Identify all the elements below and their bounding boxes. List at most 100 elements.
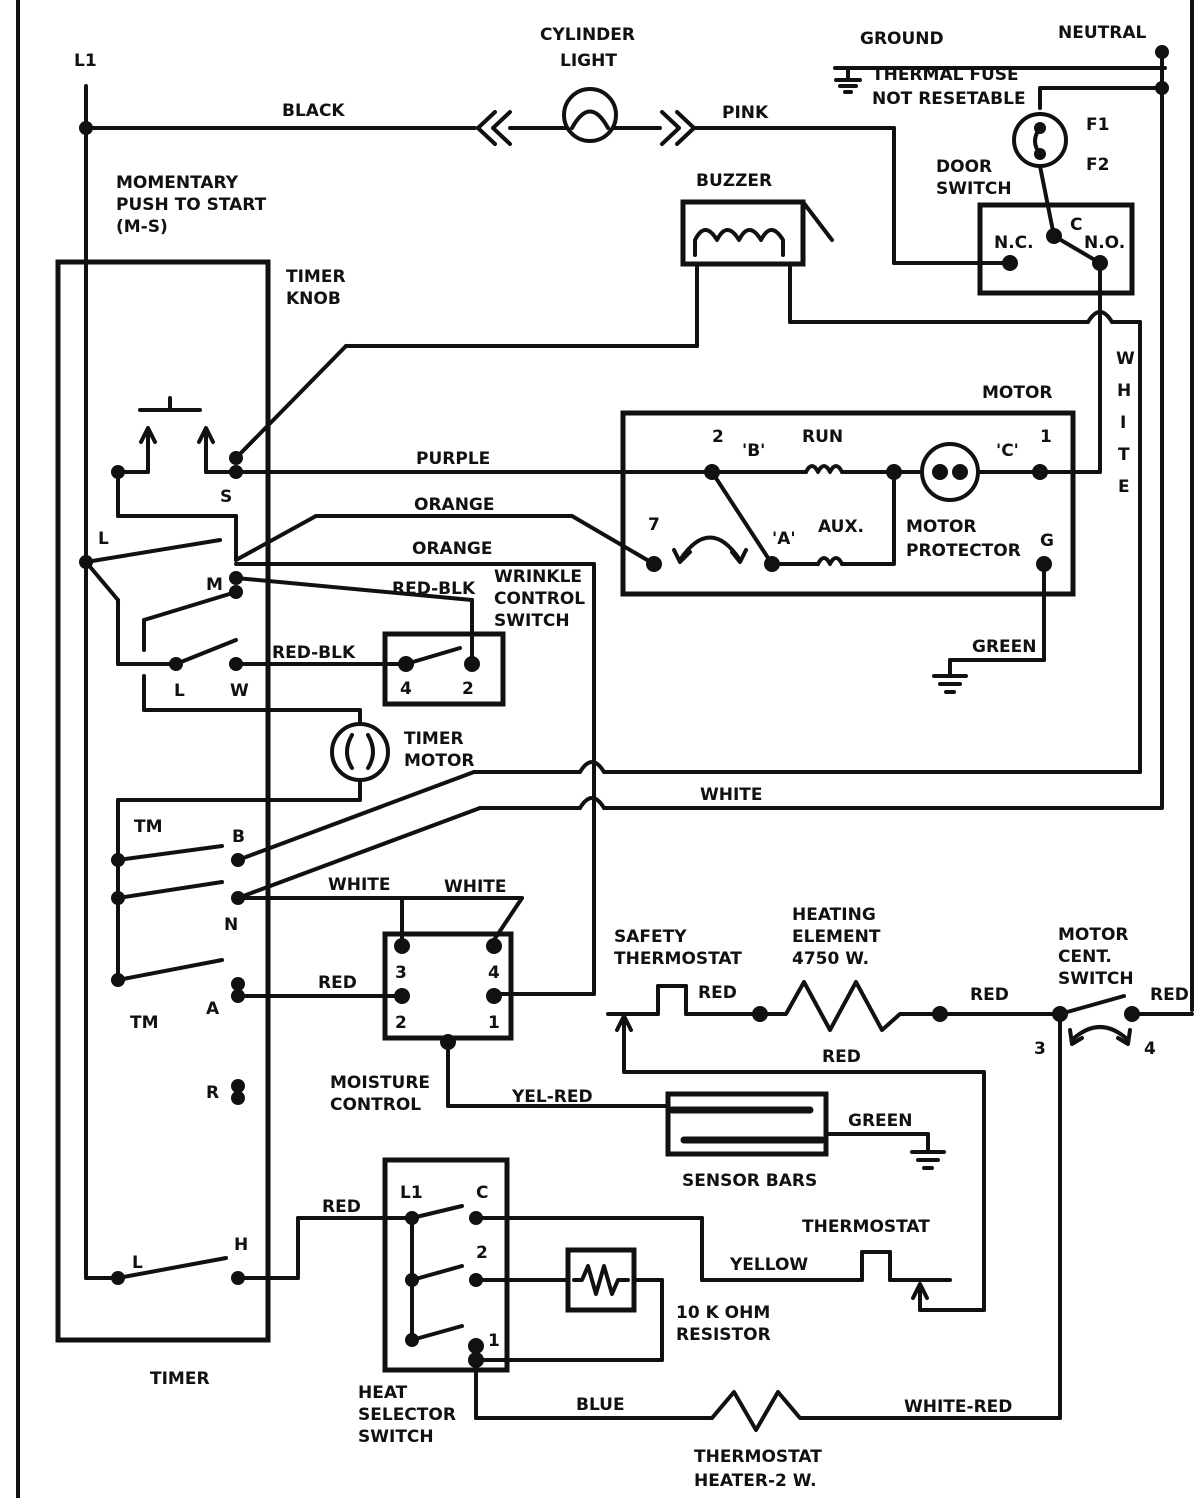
label-run: RUN (802, 427, 843, 447)
label-momentary-1: MOMENTARY (116, 173, 239, 193)
label-green-2: GREEN (848, 1111, 913, 1131)
label-heat-selector-3: SWITCH (358, 1427, 434, 1447)
label-term-2: 2 (712, 427, 724, 447)
label-s: S (220, 487, 232, 507)
label-purple: PURPLE (416, 449, 490, 469)
label-red-mcs: RED (1150, 985, 1189, 1005)
label-no: N.O. (1084, 233, 1125, 253)
label-door-switch-2: SWITCH (936, 179, 1012, 199)
label-f1: F1 (1086, 115, 1109, 135)
heat-selector-contacts (405, 1204, 484, 1368)
label-a: A (206, 999, 220, 1019)
label-resistor-2: RESISTOR (676, 1325, 771, 1345)
label-heat-selector-2: SELECTOR (358, 1405, 456, 1425)
label-motor-cent-1: MOTOR (1058, 925, 1129, 945)
label-yellow: YELLOW (729, 1255, 808, 1275)
label-hs-l1: L1 (400, 1183, 423, 1203)
neutral-wire (1038, 45, 1169, 808)
timer-lh-switch (111, 1216, 414, 1285)
wrinkle-control-contacts (398, 646, 480, 672)
label-b: B (232, 827, 245, 847)
label-timer: TIMER (150, 1369, 210, 1389)
label-wc-2: 2 (462, 679, 474, 699)
top-ground-icon (833, 66, 1167, 94)
resistor-box (565, 1247, 637, 1313)
label-motor-cent-2: CENT. (1058, 947, 1112, 967)
label-mcs-4: 4 (1144, 1039, 1156, 1059)
label-heat-selector-1: HEAT (358, 1383, 408, 1403)
label-thermal-fuse-2: NOT RESETABLE (872, 89, 1026, 109)
thermostat-heater-icon (710, 1390, 1062, 1432)
label-term-7: 7 (648, 515, 660, 535)
tm-contacts (111, 844, 245, 1105)
label-timer-knob-2: KNOB (286, 289, 341, 309)
cylinder-light-bulb (562, 87, 618, 143)
n-wire (236, 796, 1164, 942)
motor-internals (646, 464, 902, 572)
label-red-hs: RED (322, 1197, 361, 1217)
timer-motor-icon (116, 722, 390, 862)
label-white-red: WHITE-RED (904, 1397, 1012, 1417)
label-g: G (1040, 531, 1054, 551)
label-wc-4: 4 (400, 679, 412, 699)
heat-selector-wires (474, 1216, 952, 1420)
pink-wire (612, 110, 1012, 265)
label-l-top: L (98, 529, 109, 549)
label-momentary-2: PUSH TO START (116, 195, 267, 215)
label-thermostat-heater-2: HEATER-2 W. (694, 1471, 817, 1491)
label-tm-2: TM (130, 1013, 159, 1033)
label-heating-element-2: ELEMENT (792, 927, 881, 947)
label-motor: MOTOR (982, 383, 1053, 403)
label-c: C (1070, 215, 1082, 235)
label-yel-red: YEL-RED (511, 1087, 593, 1107)
label-m: M (206, 575, 223, 595)
buzzer-box (680, 199, 806, 267)
heat-selector-box (382, 1157, 510, 1373)
orange-wire-1 (234, 514, 656, 566)
label-heating-element-1: HEATING (792, 905, 876, 925)
label-red-blk-2: RED-BLK (272, 643, 356, 663)
label-r: R (206, 1083, 219, 1103)
label-white-h1: WHITE (700, 785, 763, 805)
label-moisture-control-1: MOISTURE (330, 1073, 430, 1093)
safety-thermostat-icon (606, 984, 986, 1312)
label-red-blk-1: RED-BLK (392, 579, 476, 599)
label-timer-knob-1: TIMER (286, 267, 346, 287)
label-neutral: NEUTRAL (1058, 23, 1146, 43)
label-l-mid: L (174, 681, 185, 701)
label-white-v-3: I (1120, 413, 1126, 433)
label-a-quote: 'A' (772, 529, 796, 549)
label-orange-2: ORANGE (412, 539, 493, 559)
label-f2: F2 (1086, 155, 1109, 175)
label-red-he-1: RED (698, 983, 737, 1003)
sensor-bars (668, 1106, 946, 1170)
label-buzzer: BUZZER (696, 171, 772, 191)
label-mcs-3: 3 (1034, 1039, 1046, 1059)
label-mc-3: 3 (395, 963, 407, 983)
label-black: BLACK (282, 101, 345, 121)
label-resistor-1: 10 K OHM (676, 1303, 770, 1323)
label-term-1: 1 (1040, 427, 1052, 447)
door-switch-box (977, 202, 1135, 296)
label-white-v-2: H (1117, 381, 1131, 401)
label-wrinkle-1: WRINKLE (494, 567, 582, 587)
label-red-return: RED (822, 1047, 861, 1067)
label-safety-thermostat-1: SAFETY (614, 927, 687, 947)
label-ground: GROUND (860, 29, 944, 49)
label-red-mc: RED (318, 973, 357, 993)
motor-ground (932, 556, 1052, 694)
buzzer-wires (234, 262, 1142, 460)
wrinkle-control-box (382, 631, 506, 707)
label-safety-thermostat-2: THERMOSTAT (614, 949, 742, 969)
label-mc-2: 2 (395, 1013, 407, 1033)
label-timer-motor-2: MOTOR (404, 751, 475, 771)
label-moisture-control-2: CONTROL (330, 1095, 421, 1115)
label-door-switch-1: DOOR (936, 157, 992, 177)
timer-lmw-switch (79, 538, 474, 724)
no-wire (1038, 261, 1102, 474)
label-motor-protector-1: MOTOR (906, 517, 977, 537)
l1-wire (79, 84, 120, 1280)
label-nc: N.C. (994, 233, 1034, 253)
sensor-bars-box (665, 1091, 829, 1157)
label-l1: L1 (74, 51, 97, 71)
